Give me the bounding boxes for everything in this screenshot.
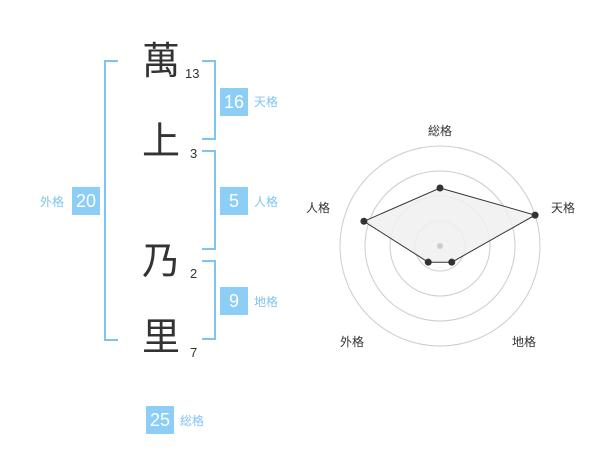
soukaku-badge: 25 (146, 406, 174, 434)
radar-label-soukaku: 総格 (428, 123, 452, 138)
gaikaku-badge: 20 (72, 187, 100, 215)
stroke-count-1: 13 (185, 66, 200, 81)
radar-shape (362, 187, 537, 263)
radar-point-jinkaku (360, 217, 368, 225)
tenkaku-bracket (202, 60, 216, 140)
jinkaku-badge: 5 (220, 187, 248, 215)
stroke-count-4: 7 (190, 345, 198, 360)
radar-point-chikaku (448, 258, 456, 266)
gaikaku-label: 外格 (40, 195, 65, 209)
chikaku-badge: 9 (220, 287, 248, 315)
radar-label-chikaku: 地格 (512, 334, 536, 349)
tenkaku-label: 天格 (254, 95, 279, 109)
radar-label-gaikaku: 外格 (340, 334, 364, 349)
name-char-3: 乃 (142, 239, 181, 283)
jinkaku-bracket (202, 150, 216, 250)
stroke-count-2: 3 (190, 146, 198, 161)
chikaku-label: 地格 (254, 295, 279, 309)
jinkaku-label: 人格 (254, 195, 279, 209)
soukaku-label: 総格 (180, 414, 205, 428)
name-char-1: 萬 (142, 39, 181, 83)
name-char-2: 上 (142, 119, 181, 163)
radar-center-dot (437, 243, 443, 249)
tenkaku-badge: 16 (220, 88, 248, 116)
gaikaku-bracket (104, 60, 118, 341)
radar-grid-ring (339, 145, 541, 347)
radar-point-soukaku (436, 184, 444, 192)
radar-label-tenkaku: 天格 (551, 200, 575, 215)
name-char-4: 里 (142, 315, 181, 359)
radar-grid-ring (364, 170, 516, 322)
chikaku-bracket (202, 260, 216, 340)
radar-point-tenkaku (531, 211, 539, 219)
stroke-count-3: 2 (190, 266, 198, 281)
radar-label-jinkaku: 人格 (306, 200, 330, 215)
radar-point-gaikaku (424, 258, 432, 266)
